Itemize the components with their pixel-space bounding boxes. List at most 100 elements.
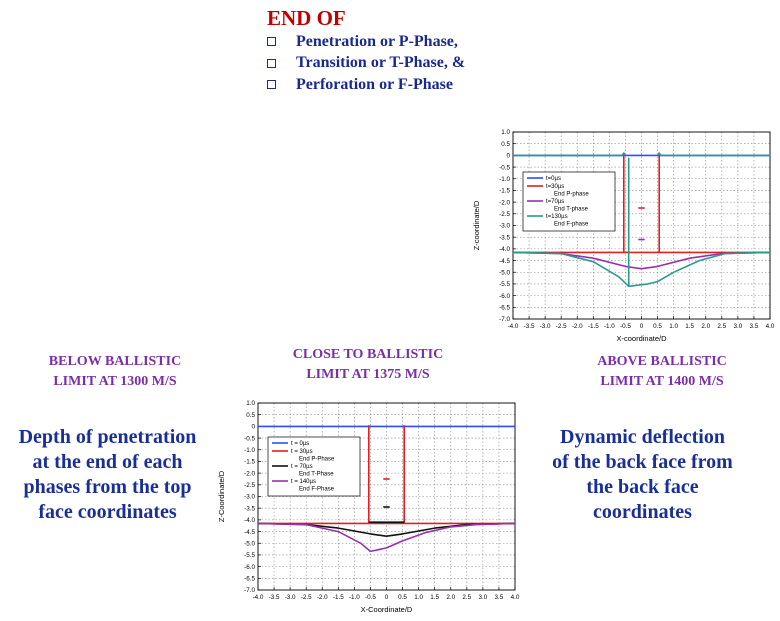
- list-item: Penetration or P-Phase,: [267, 31, 465, 53]
- y-axis-label: Z-coordinate/D: [472, 200, 481, 250]
- checkbox-square-icon: [267, 80, 276, 90]
- y-tick-label: -5.0: [244, 540, 255, 547]
- x-tick-label: -4.0: [253, 594, 264, 601]
- y-tick-label: -2.0: [499, 199, 510, 206]
- y-tick-label: -3.5: [499, 234, 510, 241]
- list-item: Perforation or F-Phase: [267, 74, 465, 96]
- x-tick-label: -3.0: [540, 323, 551, 330]
- x-tick-label: 1.0: [414, 594, 423, 601]
- y-tick-label: -6.0: [499, 293, 510, 300]
- checkbox-square-icon: [267, 58, 276, 68]
- legend-label-2: t=70µs: [546, 199, 564, 205]
- checkbox-square-icon: [267, 37, 276, 47]
- right-description: Dynamic deflection of the back face from…: [552, 426, 733, 523]
- x-tick-label: 0.5: [653, 323, 662, 330]
- y-tick-label: -3.5: [244, 505, 255, 512]
- y-tick-label: -7.0: [499, 316, 510, 323]
- y-tick-label: -4.5: [499, 258, 510, 265]
- x-tick-label: 0.5: [398, 594, 407, 601]
- x-tick-label: 1.0: [669, 323, 678, 330]
- x-tick-label: 3.0: [733, 323, 742, 330]
- x-tick-label: -0.5: [365, 594, 376, 601]
- x-tick-label: 2.5: [462, 594, 471, 601]
- x-tick-label: 3.0: [478, 594, 487, 601]
- legend-sublabel-3: End F-Phase: [299, 487, 335, 493]
- x-tick-label: 3.5: [750, 323, 759, 330]
- caption-above-ballistic: ABOVE BALLISTIC LIMIT AT 1400 M/S: [597, 354, 727, 389]
- y-axis-label: Z-Coordinate/D: [217, 470, 226, 522]
- x-tick-label: 1.5: [430, 594, 439, 601]
- x-tick-label: 1.5: [685, 323, 694, 330]
- x-tick-label: 0: [385, 594, 389, 601]
- x-tick-label: -1.0: [349, 594, 360, 601]
- x-tick-label: -2.0: [317, 594, 328, 601]
- y-tick-label: -2.5: [499, 211, 510, 218]
- plot-frame: [512, 131, 771, 320]
- x-tick-label: -2.5: [556, 323, 567, 330]
- left-description: Depth of penetration at the end of each …: [18, 426, 197, 523]
- x-tick-label: 2.5: [717, 323, 726, 330]
- x-tick-label: -1.5: [588, 323, 599, 330]
- y-tick-label: -6.5: [499, 305, 510, 312]
- legend-sublabel-2: End T-Phase: [299, 472, 334, 478]
- series-line-3: [656, 152, 770, 157]
- y-tick-label: 0: [251, 424, 255, 431]
- x-axis-label: X-Coordinate/D: [361, 605, 413, 614]
- y-tick-label: -0.5: [499, 164, 510, 171]
- x-tick-label: -3.5: [524, 323, 535, 330]
- series-line-3: [257, 522, 516, 553]
- y-tick-label: 0: [506, 153, 510, 160]
- y-tick-label: -1.5: [244, 459, 255, 466]
- x-tick-label: -1.0: [604, 323, 615, 330]
- y-tick-label: -2.5: [244, 482, 255, 489]
- y-tick-label: -4.0: [244, 517, 255, 524]
- series-line-2: [512, 251, 771, 270]
- y-tick-label: -7.0: [244, 587, 255, 594]
- x-tick-label: 2.0: [701, 323, 710, 330]
- legend-sublabel-1: End P-phase: [554, 192, 589, 198]
- x-tick-label: -2.0: [572, 323, 583, 330]
- y-tick-label: -3.0: [499, 223, 510, 230]
- x-tick-label: -1.5: [333, 594, 344, 601]
- x-tick-label: 0: [640, 323, 644, 330]
- y-tick-label: -1.0: [499, 176, 510, 183]
- y-tick-label: -4.5: [244, 529, 255, 536]
- y-tick-label: -5.5: [499, 281, 510, 288]
- x-tick-label: -4.0: [508, 323, 519, 330]
- list-item: Transition or T-Phase, &: [267, 53, 465, 75]
- y-tick-label: -1.0: [244, 447, 255, 454]
- y-tick-label: -1.5: [499, 188, 510, 195]
- legend-label-3: t=130µs: [546, 214, 568, 220]
- y-tick-label: -2.0: [244, 470, 255, 477]
- x-tick-label: -2.5: [301, 594, 312, 601]
- legend-sublabel-3: End F-phase: [554, 222, 589, 228]
- y-tick-label: -4.0: [499, 246, 510, 253]
- series-line-3: [513, 152, 627, 157]
- legend-label-3: t = 140µs: [291, 479, 316, 485]
- phase-list: Penetration or P-Phase, Transition or T-…: [267, 31, 465, 96]
- caption-close-ballistic: CLOSE TO BALLISTIC LIMIT AT 1375 M/S: [292, 347, 444, 382]
- plot-frame: [257, 402, 516, 591]
- legend-label-0: t=0µs: [546, 176, 561, 182]
- legend-sublabel-2: End T-phase: [554, 207, 589, 213]
- x-tick-label: 3.5: [495, 594, 504, 601]
- series-line-3: [512, 251, 771, 288]
- y-tick-label: -0.5: [244, 435, 255, 442]
- chart-above-ballistic: -4.0 -3.5 -3.0 -2.5 -2.0 -1.5 -1.0 -0.5 0 0.5 1.0 1…: [472, 129, 775, 343]
- x-tick-label: 4.0: [766, 323, 775, 330]
- x-tick-label: -0.5: [620, 323, 631, 330]
- y-tick-label: 0.5: [501, 141, 510, 148]
- legend-label-0: t = 0µs: [291, 441, 309, 447]
- y-tick-label: -6.5: [244, 576, 255, 583]
- y-tick-label: -6.0: [244, 564, 255, 571]
- y-tick-label: 1.0: [246, 400, 255, 407]
- legend-label-1: t=30µs: [546, 184, 564, 190]
- x-tick-label: 2.0: [446, 594, 455, 601]
- legend-label-1: t = 30µs: [291, 449, 313, 455]
- y-tick-label: -5.5: [244, 552, 255, 559]
- y-tick-label: 1.0: [501, 129, 510, 136]
- x-tick-label: -3.5: [269, 594, 280, 601]
- x-axis-label: X-coordinate/D: [616, 334, 667, 343]
- y-tick-label: -3.0: [244, 494, 255, 501]
- y-tick-label: 0.5: [246, 412, 255, 419]
